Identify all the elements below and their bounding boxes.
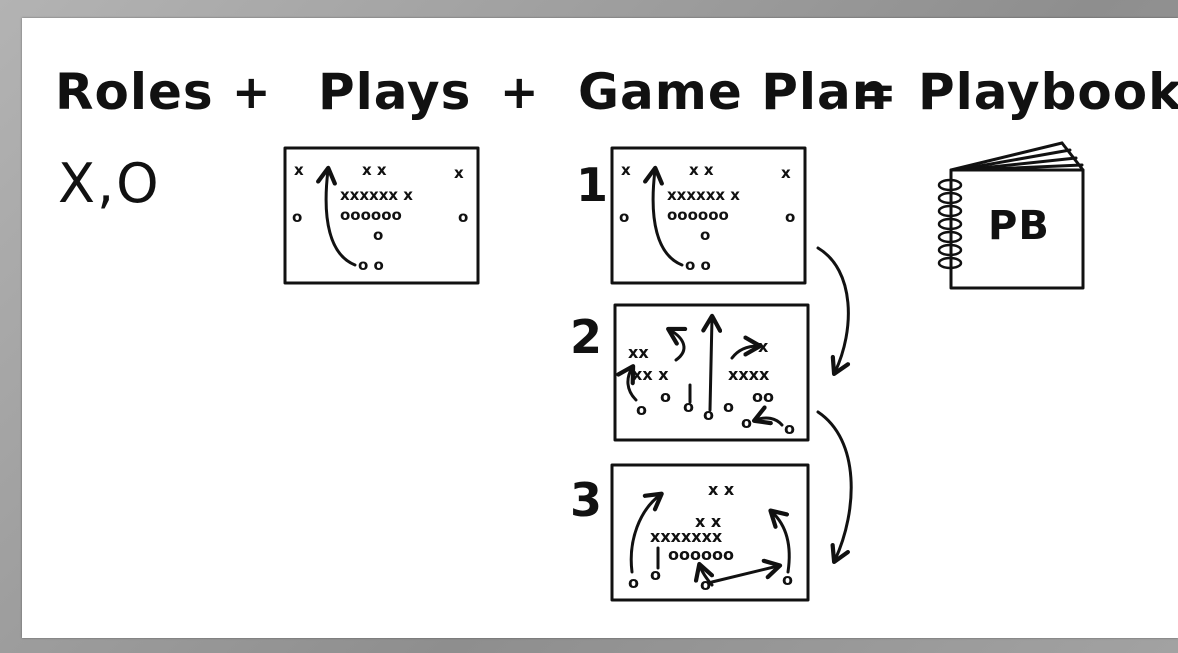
svg-text:x: x	[294, 161, 304, 179]
svg-text:o: o	[628, 573, 639, 592]
svg-text:o: o	[660, 387, 671, 406]
svg-text:o: o	[458, 208, 468, 226]
svg-text:o o: o o	[358, 256, 384, 274]
svg-text:oo: oo	[752, 387, 774, 406]
svg-text:oooooo: oooooo	[668, 545, 734, 564]
svg-text:o: o	[784, 419, 795, 438]
svg-text:xxxx: xxxx	[728, 365, 770, 384]
svg-text:x: x	[781, 164, 791, 182]
svg-text:x: x	[758, 337, 769, 356]
svg-text:x x: x x	[689, 161, 714, 179]
svg-text:x x: x x	[362, 161, 387, 179]
svg-text:xx: xx	[628, 343, 649, 362]
svg-text:oooooo: oooooo	[667, 206, 729, 224]
svg-text:xxxxxxx: xxxxxxx	[650, 527, 723, 546]
svg-text:xxxxxx x: xxxxxx x	[667, 186, 740, 204]
svg-text:o: o	[723, 397, 734, 416]
svg-text:x x: x x	[708, 480, 735, 499]
flow-arrow-1-to-2	[818, 248, 848, 372]
svg-text:x: x	[621, 161, 631, 179]
svg-text:xx x: xx x	[632, 365, 669, 384]
svg-text:xxxxxx x: xxxxxx x	[340, 186, 413, 204]
plays-diagram: x x x x xxxxxx x oooooo o o o o o	[285, 148, 478, 283]
game-plan-diagram-2: xx xx x x xxxx o o o o o oo o o	[615, 305, 808, 440]
playbook-cover-label: PB	[988, 202, 1050, 250]
svg-text:x: x	[454, 164, 464, 182]
svg-text:oooooo: oooooo	[340, 206, 402, 224]
svg-text:o: o	[700, 226, 710, 244]
svg-text:o: o	[619, 208, 629, 226]
svg-text:o: o	[741, 413, 752, 432]
svg-text:o o: o o	[685, 256, 711, 274]
flow-arrow-2-to-3	[818, 412, 851, 560]
svg-text:o: o	[292, 208, 302, 226]
svg-text:o: o	[785, 208, 795, 226]
game-plan-diagram-1: x x x x xxxxxx x oooooo o o o o o	[612, 148, 805, 283]
svg-text:o: o	[373, 226, 383, 244]
game-plan-diagram-3: x x x x xxxxxxx oooooo o o o o	[612, 465, 808, 600]
svg-text:o: o	[703, 405, 714, 424]
svg-text:o: o	[636, 400, 647, 419]
